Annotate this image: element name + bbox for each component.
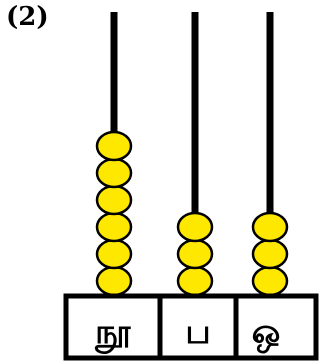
base-box bbox=[63, 293, 319, 361]
bead-ones-1 bbox=[251, 265, 289, 297]
place-label-hundreds: நூ bbox=[94, 312, 131, 354]
bead-tens-1 bbox=[176, 265, 214, 297]
bead-hundreds-5 bbox=[95, 157, 133, 189]
bead-ones-2 bbox=[251, 238, 289, 270]
bead-hundreds-1 bbox=[95, 265, 133, 297]
bead-ones-3 bbox=[251, 211, 289, 243]
place-label-tens: ப bbox=[185, 312, 210, 352]
place-label-ones: ஒ bbox=[252, 312, 281, 354]
bead-hundreds-6 bbox=[95, 130, 133, 162]
abacus-base-frame: நூ ப ஒ bbox=[63, 293, 319, 361]
bead-hundreds-4 bbox=[95, 184, 133, 216]
question-number: (2) bbox=[6, 2, 49, 32]
bead-hundreds-2 bbox=[95, 238, 133, 270]
bead-tens-3 bbox=[176, 211, 214, 243]
bead-hundreds-3 bbox=[95, 211, 133, 243]
abacus-beads bbox=[95, 130, 289, 297]
bead-tens-2 bbox=[176, 238, 214, 270]
